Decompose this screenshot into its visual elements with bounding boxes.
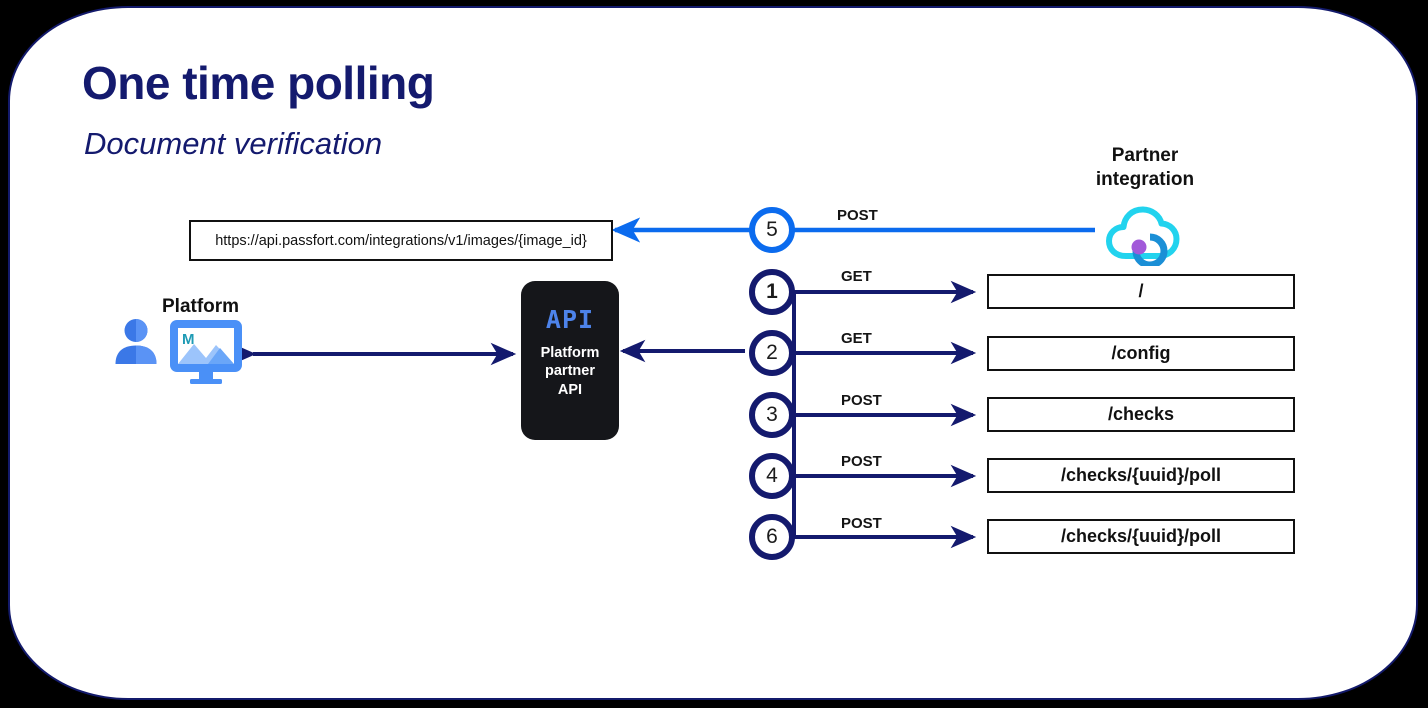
step-circle-4[interactable]: 4	[749, 453, 795, 499]
platform-label: Platform	[162, 296, 240, 317]
api-logo-text: API	[545, 305, 595, 334]
step-circle-5[interactable]: 5	[749, 207, 795, 253]
api-node-label: Platform partner API	[541, 344, 600, 399]
step-circle-6[interactable]: 6	[749, 514, 795, 560]
method-label-step-2: GET	[841, 330, 872, 347]
method-label-step-4: POST	[841, 453, 882, 470]
method-label-step-5: POST	[837, 207, 878, 224]
page-title: One time polling	[82, 57, 435, 109]
slide-card: One time polling Document verification h…	[8, 6, 1418, 700]
image-url-box: https://api.passfort.com/integrations/v1…	[189, 220, 613, 261]
page-subtitle: Document verification	[84, 126, 383, 161]
method-label-step-1: GET	[841, 268, 872, 285]
api-node-label-line2: partner	[545, 363, 595, 380]
partner-label-line1: Partner	[1111, 145, 1179, 166]
endpoint-box-root: /	[987, 274, 1295, 309]
svg-text:M: M	[182, 331, 195, 348]
method-label-step-6: POST	[841, 515, 882, 532]
endpoint-box-checks-poll-1: /checks/{uuid}/poll	[987, 458, 1295, 493]
method-label-step-3: POST	[841, 392, 882, 409]
api-node-label-line3: API	[557, 381, 583, 398]
endpoint-box-checks-poll-2: /checks/{uuid}/poll	[987, 519, 1295, 554]
platform-partner-api-node: API Platform partner API	[521, 281, 619, 440]
step-circle-3[interactable]: 3	[749, 392, 795, 438]
endpoint-box-config: /config	[987, 336, 1295, 371]
api-node-label-line1: Platform	[540, 345, 600, 361]
step-circle-2[interactable]: 2	[749, 330, 795, 376]
partner-label-line2: integration	[1095, 168, 1195, 190]
user-icon	[115, 319, 157, 364]
endpoint-box-checks: /checks	[987, 397, 1295, 432]
monitor-image-icon: M	[170, 320, 242, 384]
cloud-icon	[1106, 206, 1180, 266]
step-circle-1[interactable]: 1	[749, 269, 795, 315]
partner-integration-label: Partner integration	[1080, 144, 1210, 191]
